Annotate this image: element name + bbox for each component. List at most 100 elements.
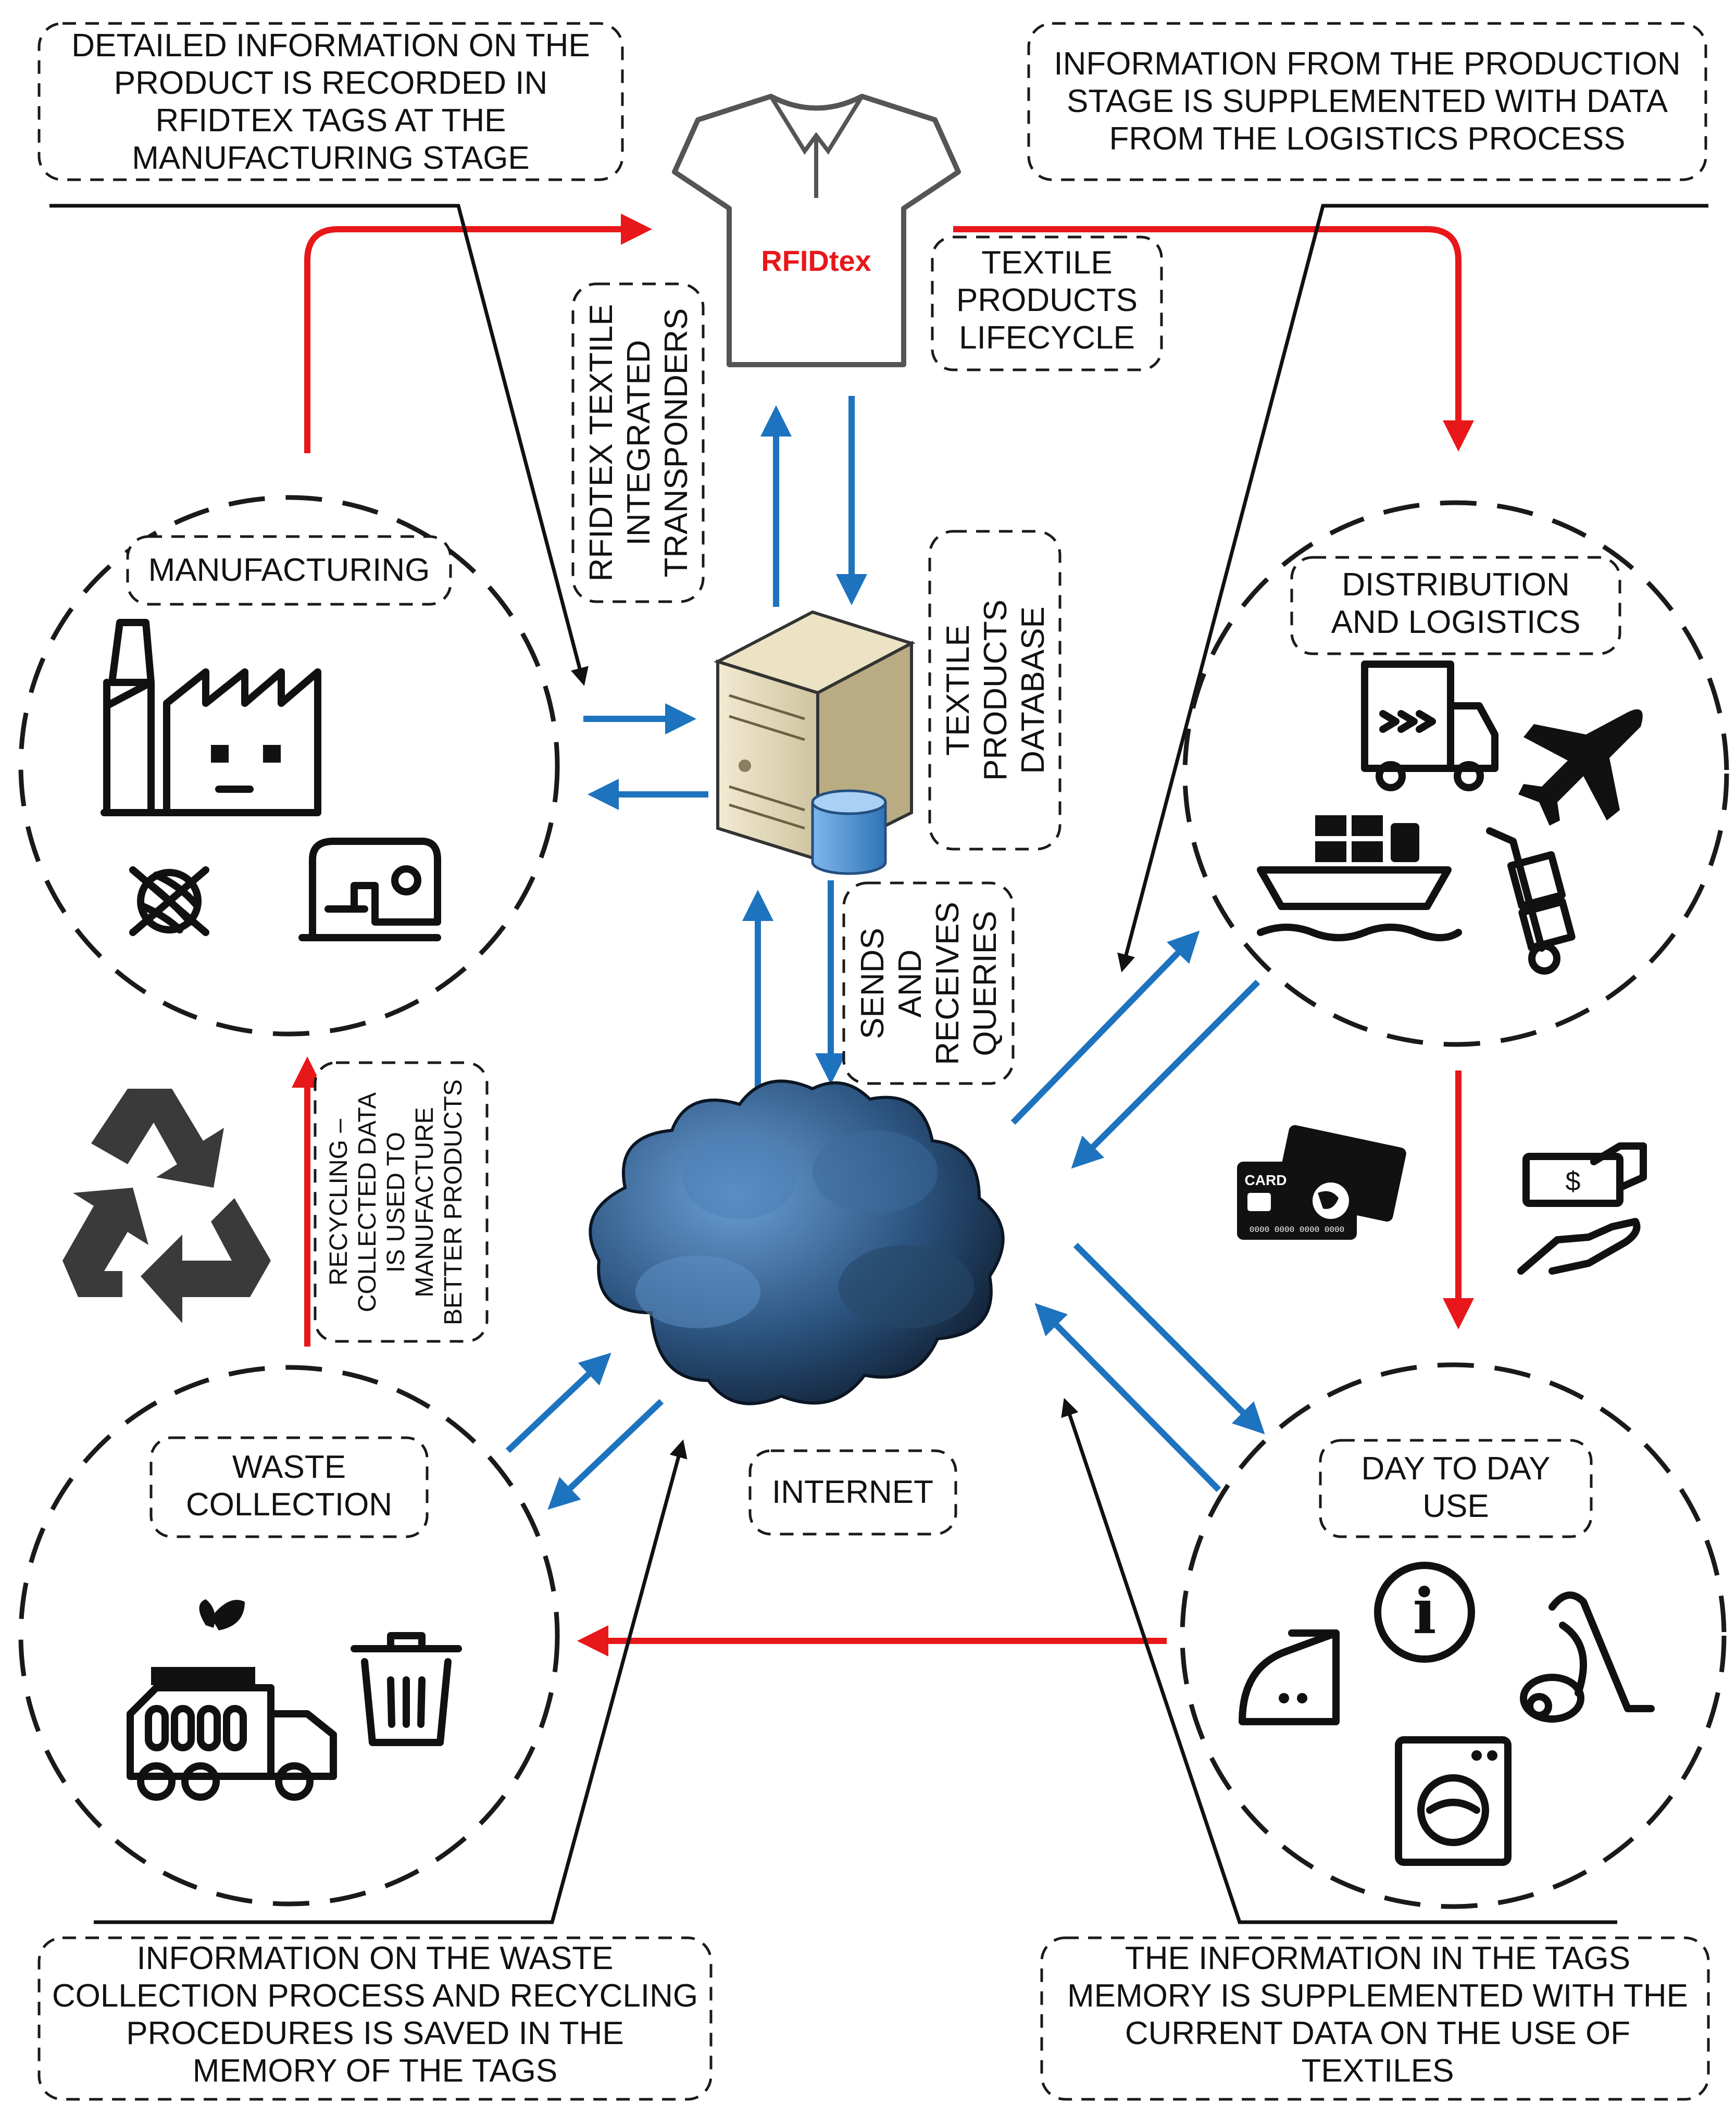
sewing-machine-icon [298,838,441,941]
manufacturing-title: MANUFACTURING [126,535,452,606]
recycling-line: COLLECTED DATA [354,1092,381,1312]
stage-title-line: AND LOGISTICS [1331,604,1581,640]
arrow-waste-to-cloud [505,1352,611,1453]
transponders-label: RFIDTEX TEXTILE INTEGRATED TRANSPONDERS [571,282,705,603]
transponders-line: TRANSPONDERS [658,308,694,578]
cargo-ship-icon [1257,815,1462,941]
underline-use-info [1061,1398,1617,1924]
callout-line: FROM THE LOGISTICS PROCESS [1109,121,1625,157]
database-cylinder-icon [811,789,887,875]
day-to-day-title: DAY TO DAY USE [1319,1439,1593,1538]
stage-title-line: DAY TO DAY [1362,1451,1551,1487]
info-glyph: i [1413,1575,1437,1648]
distribution-stage-circle [1182,500,1729,1047]
internet-label: INTERNET [748,1449,957,1536]
recycling-line: RECYCLING – [325,1119,353,1286]
internet-cloud-icon [589,1079,1005,1405]
data-exchange-arrows [505,396,1265,1510]
manufacturing-info-callout: DETAILED INFORMATION ON THE PRODUCT IS R… [38,22,624,181]
queries-line: SENDS [855,928,891,1039]
trash-bin-icon [351,1632,462,1746]
card-number: 0000 0000 0000 0000 [1250,1225,1344,1235]
callout-line: TEXTILES [1302,2053,1454,2089]
logistics-info-callout: INFORMATION FROM THE PRODUCTION STAGE IS… [1027,22,1707,181]
callout-line: DETAILED INFORMATION ON THE [71,28,590,64]
underline-waste-info [94,1439,688,1924]
waste-info-callout: INFORMATION ON THE WASTE COLLECTION PROC… [38,1936,713,2101]
info-icon: i [1374,1562,1475,1663]
database-line: PRODUCTS [978,600,1014,781]
info-callout-lines [49,204,1708,1924]
database-line: DATABASE [1015,606,1051,774]
recycling-label: RECYCLING – COLLECTED DATA IS USED TO MA… [314,1061,489,1343]
callout-line: INFORMATION FROM THE PRODUCTION [1054,46,1680,82]
delivery-truck-icon [1361,661,1498,791]
rfidtex-brand-label: RFIDtex [761,244,871,277]
callout-line: PRODUCT IS RECORDED IN [114,65,548,101]
washing-machine-icon [1395,1736,1512,1866]
callout-line: INFORMATION ON THE WASTE [136,1940,613,1976]
queries-line: RECEIVES [930,902,966,1065]
flow-shirt-to-distribution [953,226,1474,452]
hand-truck-icon [1486,827,1576,975]
recycle-icon [63,1089,271,1323]
recycling-line: MANUFACTURE [411,1107,439,1297]
callout-line: STAGE IS SUPPLEMENTED WITH DATA [1067,83,1668,119]
waste-title: WASTE COLLECTION [149,1436,429,1538]
yarn-ball-icon [129,866,209,936]
rfidtex-shirt: RFIDtex [672,94,961,367]
arrow-cloud-to-waste [547,1399,664,1510]
stage-title-line: COLLECTION [186,1487,392,1523]
stage-title-line: USE [1422,1488,1489,1524]
database-label: TEXTILE PRODUCTS DATABASE [928,530,1061,851]
vacuum-cleaner-icon [1520,1591,1655,1723]
lifecycle-line: TEXTILE [981,245,1113,281]
queries-line: AND [892,950,928,1018]
callout-line: MANUFACTURING STAGE [132,140,530,176]
flow-manufacturing-to-shirt [304,214,652,453]
callout-line: MEMORY OF THE TAGS [193,2053,558,2089]
airplane-icon [1518,709,1643,826]
iron-icon [1239,1629,1340,1725]
manufacturing-stage-circle [18,495,560,1037]
recycling-line: IS USED TO [382,1132,410,1273]
lifecycle-line: PRODUCTS [956,282,1138,318]
stage-title-line: WASTE [232,1449,346,1485]
internet-text: INTERNET [772,1474,933,1510]
waste-stage-circle [18,1365,560,1907]
arrow-distribution-to-cloud [1071,979,1260,1169]
callout-line: COLLECTION PROCESS AND RECYCLING [52,1978,698,2014]
factory-icon [101,619,321,816]
callout-line: THE INFORMATION IN THE TAGS [1125,1940,1630,1976]
queries-line: QUERIES [967,911,1003,1056]
callout-line: CURRENT DATA ON THE USE OF [1125,2015,1630,2051]
garbage-truck-icon [127,1599,337,1801]
arrow-use-to-cloud [1034,1303,1221,1492]
lifecycle-flow-arrows [292,214,1474,1657]
lifecycle-line: LIFECYCLE [959,320,1135,356]
callout-line: RFIDTEX TAGS AT THE [156,103,506,139]
transponders-line: INTEGRATED [621,340,657,546]
payment-card-icon: CARD 0000 0000 0000 0000 [1237,1125,1406,1240]
cash-symbol: $ [1566,1166,1581,1197]
underline-logistics-info [1117,204,1708,973]
callout-line: PROCEDURES IS SAVED IN THE [126,2015,623,2051]
lifecycle-label: TEXTILE PRODUCTS LIFECYCLE [931,235,1163,371]
card-label: CARD [1245,1172,1287,1188]
arrow-cloud-to-use [1073,1242,1265,1435]
use-info-callout: THE INFORMATION IN THE TAGS MEMORY IS SU… [1040,1936,1710,2101]
distribution-title: DISTRIBUTION AND LOGISTICS [1290,556,1621,655]
transponders-line: RFIDTEX TEXTILE [583,304,619,582]
stage-title-line: MANUFACTURING [148,552,430,588]
cash-payment-icon: $ [1517,1142,1647,1275]
arrow-cloud-to-distribution [1010,930,1200,1125]
recycling-line: BETTER PRODUCTS [440,1079,467,1325]
callout-line: MEMORY IS SUPPLEMENTED WITH THE [1067,1978,1688,2014]
underline-manufacturing-info [49,204,589,686]
queries-label: SENDS AND RECEIVES QUERIES [842,881,1015,1085]
database-line: TEXTILE [940,625,976,756]
day-to-day-stage-circle [1180,1362,1727,1909]
tshirt-icon [672,94,961,367]
stage-title-line: DISTRIBUTION [1342,567,1569,603]
